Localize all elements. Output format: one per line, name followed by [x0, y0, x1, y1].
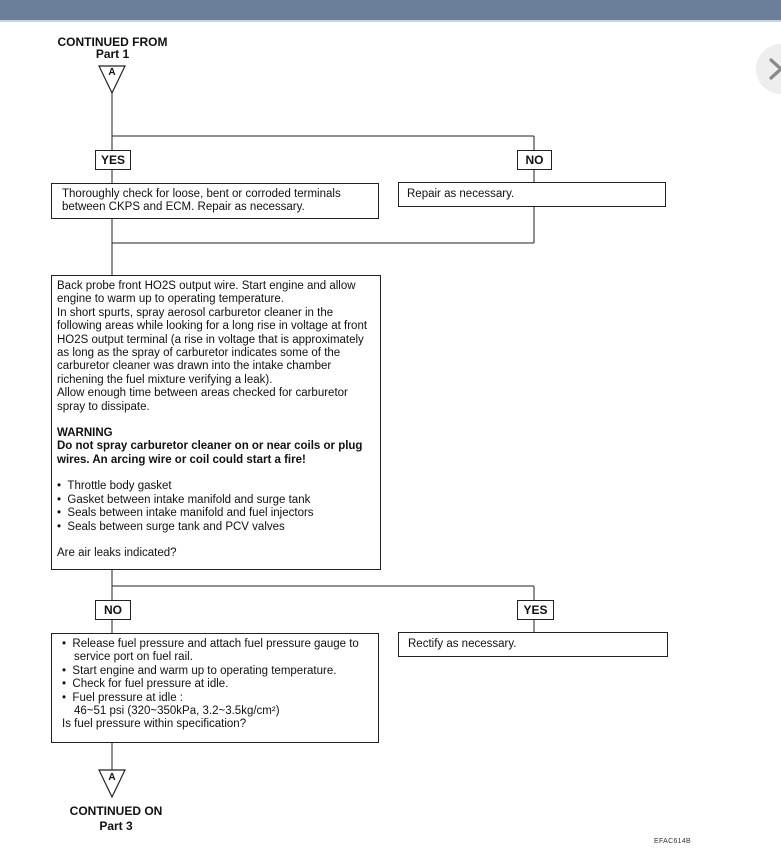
- continued-from-label: CONTINUED FROM: [57, 35, 168, 49]
- continued-on-label: CONTINUED ON: [69, 804, 163, 818]
- figure-code: EFAC614B: [654, 838, 692, 845]
- intro-line-3: Allow enough time between areas checked …: [57, 387, 348, 413]
- check-terminals-box: Thoroughly check for loose, bent or corr…: [51, 183, 379, 219]
- continued-from-part: Part 1: [95, 47, 130, 61]
- branch2-no-label: NO: [95, 600, 131, 620]
- branch1-yes-label: YES: [95, 150, 131, 170]
- intro-line-2: In short spurts, spray aerosol carbureto…: [57, 306, 368, 386]
- list-item: • Release fuel pressure and attach fuel …: [62, 638, 359, 664]
- fuel-pressure-question: Is fuel pressure within specification?: [62, 718, 247, 731]
- list-item: • Gasket between intake manifold and sur…: [57, 493, 311, 506]
- connector-a-top-shape: [98, 65, 126, 95]
- warning-title: WARNING: [57, 427, 113, 440]
- list-item: • Seals between intake manifold and fuel…: [57, 507, 314, 520]
- list-item: • Start engine and warm up to operating …: [62, 664, 337, 677]
- intro-line-1: Back probe front HO2S output wire. Start…: [57, 280, 356, 306]
- air-leak-question: Are air leaks indicated?: [57, 546, 177, 559]
- connector-a-bottom-letter: A: [108, 772, 116, 783]
- repair-text: Repair as necessary.: [407, 188, 515, 200]
- check-terminals-text: Thoroughly check for loose, bent or corr…: [62, 188, 341, 214]
- connector-a-bottom-shape: [98, 769, 126, 799]
- repair-box: Repair as necessary.: [398, 182, 666, 207]
- top-bar-divider: [0, 20, 781, 22]
- list-item: • Throttle body gasket: [57, 480, 172, 493]
- branch2-yes-label: YES: [517, 600, 554, 620]
- rectify-box: Rectify as necessary.: [398, 632, 668, 657]
- list-item: • Check for fuel pressure at idle.: [62, 678, 229, 691]
- list-item: • Fuel pressure at idle :: [62, 691, 184, 704]
- fuel-pressure-spec: 46~51 psi (320~350kPa, 3.2~3.5kg/cm²): [74, 705, 280, 718]
- continued-on-part: Part 3: [99, 819, 133, 833]
- air-leak-test-box: Back probe front HO2S output wire. Start…: [51, 275, 381, 570]
- connector-a-top-letter: A: [108, 67, 116, 78]
- warning-text: Do not spray carburetor cleaner on or ne…: [57, 440, 363, 466]
- fuel-pressure-box: • Release fuel pressure and attach fuel …: [51, 633, 379, 743]
- branch1-no-label: NO: [517, 150, 552, 170]
- list-item: • Seals between surge tank and PCV valve…: [57, 520, 285, 533]
- rectify-text: Rectify as necessary.: [408, 638, 517, 650]
- chevron-right-icon: [769, 58, 781, 80]
